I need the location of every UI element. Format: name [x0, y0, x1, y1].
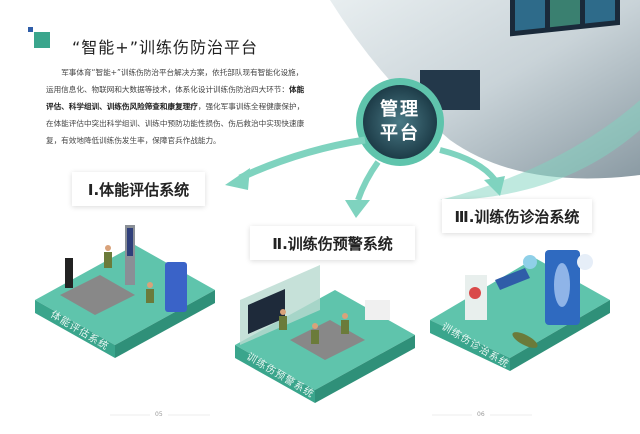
- platform-treatment: [430, 250, 610, 371]
- hub-label: 管理: [380, 99, 420, 120]
- page-title: “智能+”训练伤防治平台: [72, 38, 258, 57]
- control-room-photo: [330, 0, 640, 179]
- intro-paragraph: 军事体育“智能+”训练伤防治平台解决方案，依托部队现有智能化设施，运用信息化、物…: [46, 64, 306, 149]
- platform-fitness: [35, 225, 215, 358]
- system-title-treatment: Ⅲ.训练伤诊治系统: [442, 199, 592, 233]
- intro-highlight: 体能评估、科学组训、训练伤风险筛查和康复理疗: [46, 85, 305, 111]
- page-number: 05: [155, 411, 163, 418]
- hub-label: 平台: [380, 123, 420, 144]
- intro-text: ，强化军事训练全程健康保护，在体能评估中突出科学组训、训练中预防功能性损伤、伤后…: [46, 102, 305, 145]
- arrow-icon: [345, 200, 370, 218]
- arrow-icon: [484, 176, 505, 196]
- accent-square-icon: [34, 32, 50, 48]
- page-number: 06: [477, 411, 485, 418]
- platform-warning: [235, 265, 415, 403]
- arrow-icon: [225, 168, 250, 190]
- intro-text: 军事体育“智能+”训练伤防治平台解决方案，依托部队现有智能化设施，运用信息化、物…: [46, 68, 304, 94]
- accent-square-icon: [28, 27, 33, 32]
- management-platform-hub: 管理 平台: [362, 84, 438, 160]
- system-title-fitness: Ⅰ.体能评估系统: [72, 172, 205, 206]
- system-title-warning: Ⅱ.训练伤预警系统: [250, 226, 415, 260]
